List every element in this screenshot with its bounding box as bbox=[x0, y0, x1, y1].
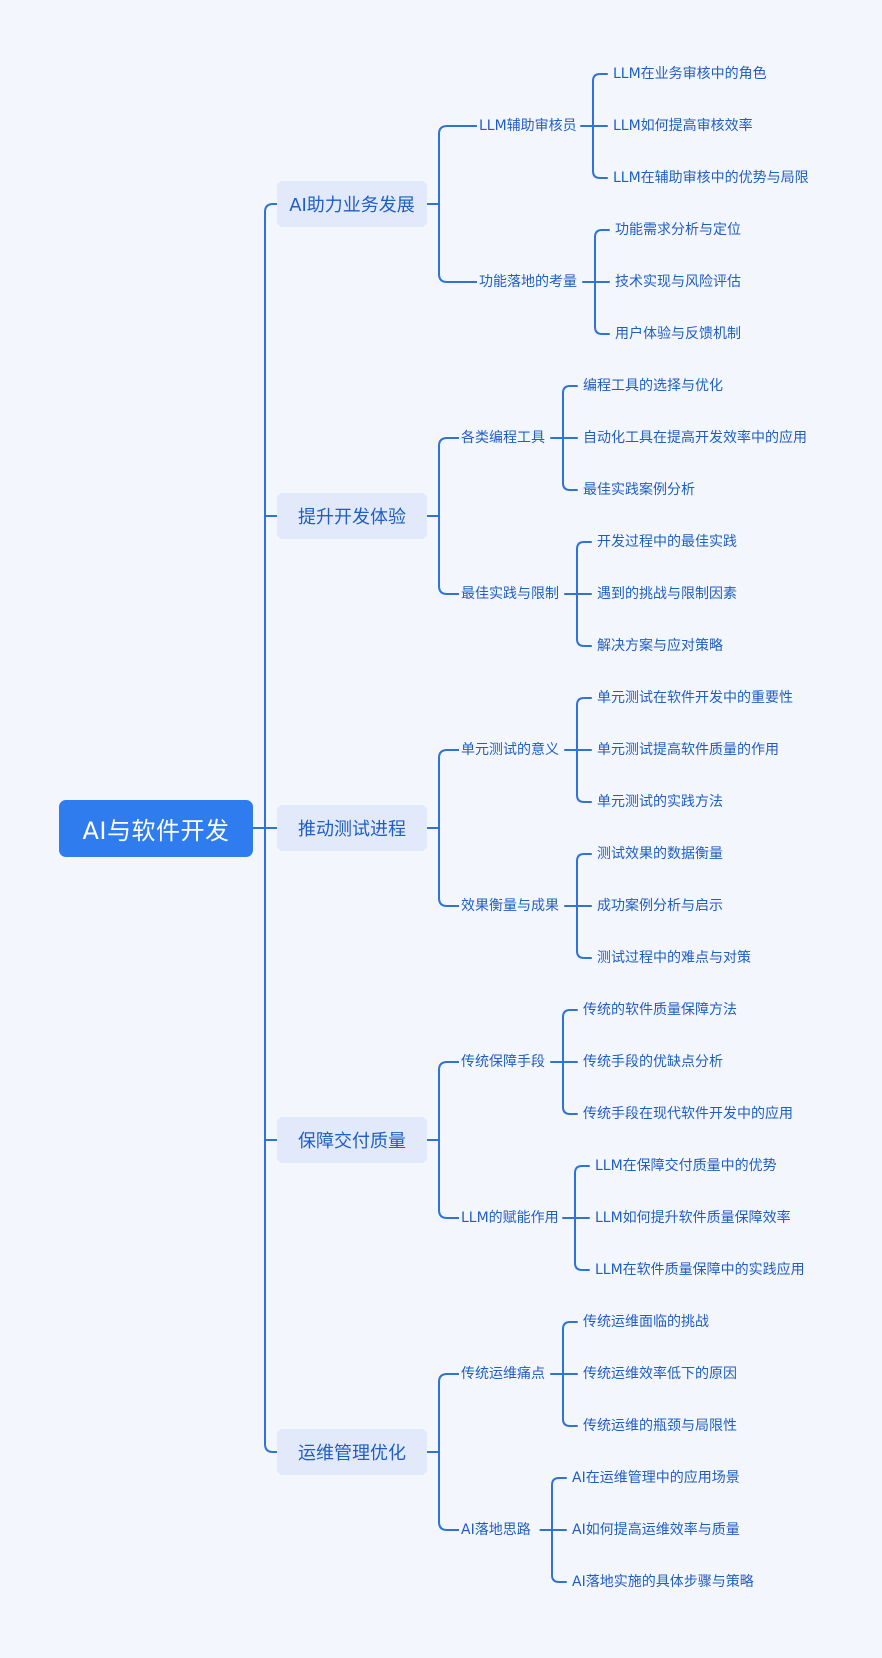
leaf-node[interactable]: 传统运维的瓶颈与局限性 bbox=[583, 1418, 737, 1434]
leaf-node[interactable]: 开发过程中的最佳实践 bbox=[597, 534, 737, 550]
subtopic-node[interactable]: 传统保障手段 bbox=[459, 1052, 547, 1072]
category-node[interactable]: 提升开发体验 bbox=[277, 493, 427, 539]
edge-subspine-1 bbox=[438, 437, 460, 595]
leaf-node[interactable]: 自动化工具在提高开发效率中的应用 bbox=[583, 430, 807, 446]
leaf-node[interactable]: LLM在业务审核中的角色 bbox=[613, 66, 767, 82]
leaf-node[interactable]: 传统手段的优缺点分析 bbox=[583, 1054, 723, 1070]
edge-subspine-3 bbox=[438, 1061, 460, 1219]
leaf-node[interactable]: 传统手段在现代软件开发中的应用 bbox=[583, 1106, 793, 1122]
leaf-node[interactable]: LLM在软件质量保障中的实践应用 bbox=[595, 1262, 805, 1278]
edge-subspine-4 bbox=[438, 1373, 460, 1531]
leaf-node[interactable]: AI在运维管理中的应用场景 bbox=[572, 1470, 740, 1486]
leaf-node[interactable]: 编程工具的选择与优化 bbox=[583, 378, 723, 394]
leaf-node[interactable]: LLM如何提高审核效率 bbox=[613, 118, 753, 134]
leaf-node[interactable]: LLM在辅助审核中的优势与局限 bbox=[613, 170, 809, 186]
leaf-node[interactable]: AI落地实施的具体步骤与策略 bbox=[572, 1574, 754, 1590]
category-node[interactable]: 推动测试进程 bbox=[277, 805, 427, 851]
subtopic-node[interactable]: AI落地思路 bbox=[459, 1520, 533, 1540]
leaf-node[interactable]: 解决方案与应对策略 bbox=[597, 638, 723, 654]
edge-subspine-0 bbox=[438, 125, 478, 283]
subtopic-node[interactable]: 最佳实践与限制 bbox=[459, 584, 561, 604]
subtopic-node[interactable]: 传统运维痛点 bbox=[459, 1364, 547, 1384]
leaf-node[interactable]: 测试过程中的难点与对策 bbox=[597, 950, 751, 966]
leaf-node[interactable]: 传统运维面临的挑战 bbox=[583, 1314, 709, 1330]
leaf-node[interactable]: 功能需求分析与定位 bbox=[615, 222, 741, 238]
leaf-node[interactable]: 单元测试的实践方法 bbox=[597, 794, 723, 810]
leaf-node[interactable]: AI如何提高运维效率与质量 bbox=[572, 1522, 740, 1538]
subtopic-node[interactable]: LLM辅助审核员 bbox=[477, 116, 579, 136]
category-node[interactable]: AI助力业务发展 bbox=[277, 181, 427, 227]
leaf-node[interactable]: LLM如何提升软件质量保障效率 bbox=[595, 1210, 791, 1226]
leaf-node[interactable]: 传统运维效率低下的原因 bbox=[583, 1366, 737, 1382]
category-node[interactable]: 运维管理优化 bbox=[277, 1429, 427, 1475]
root-node[interactable]: AI与软件开发 bbox=[59, 800, 253, 857]
subtopic-node[interactable]: 效果衡量与成果 bbox=[459, 896, 561, 916]
leaf-node[interactable]: 用户体验与反馈机制 bbox=[615, 326, 741, 342]
leaf-node[interactable]: 遇到的挑战与限制因素 bbox=[597, 586, 737, 602]
edge-subspine-2 bbox=[438, 749, 460, 907]
leaf-node[interactable]: LLM在保障交付质量中的优势 bbox=[595, 1158, 777, 1174]
subtopic-node[interactable]: 各类编程工具 bbox=[459, 428, 547, 448]
subtopic-node[interactable]: 单元测试的意义 bbox=[459, 740, 561, 760]
leaf-node[interactable]: 最佳实践案例分析 bbox=[583, 482, 695, 498]
leaf-node[interactable]: 单元测试在软件开发中的重要性 bbox=[597, 690, 793, 706]
leaf-node[interactable]: 测试效果的数据衡量 bbox=[597, 846, 723, 862]
subtopic-node[interactable]: 功能落地的考量 bbox=[477, 272, 579, 292]
leaf-node[interactable]: 成功案例分析与启示 bbox=[597, 898, 723, 914]
category-node[interactable]: 保障交付质量 bbox=[277, 1117, 427, 1163]
subtopic-node[interactable]: LLM的赋能作用 bbox=[459, 1208, 561, 1228]
leaf-node[interactable]: 传统的软件质量保障方法 bbox=[583, 1002, 737, 1018]
leaf-node[interactable]: 单元测试提高软件质量的作用 bbox=[597, 742, 779, 758]
leaf-node[interactable]: 技术实现与风险评估 bbox=[615, 274, 741, 290]
